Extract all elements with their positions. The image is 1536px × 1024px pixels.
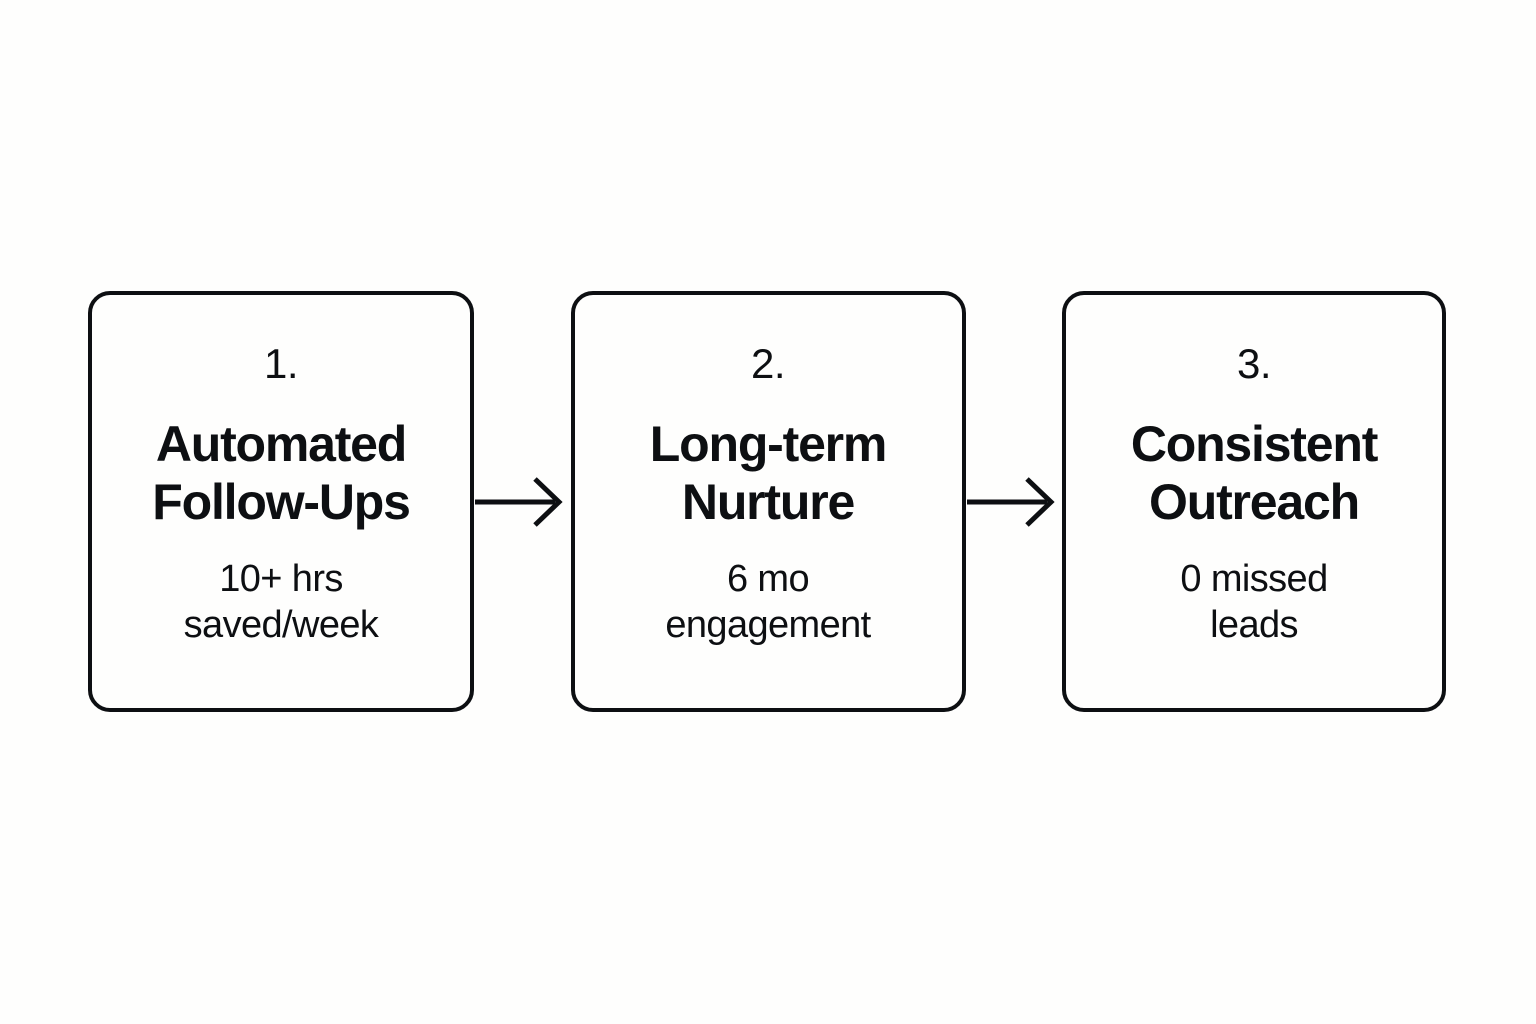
arrow-connector-1-to-2 — [475, 472, 569, 532]
step-title-2: Long-term Nurture — [649, 416, 888, 530]
step-number-2: 2. — [750, 340, 786, 387]
step-metric-3: 0 missed leads — [1180, 558, 1328, 646]
arrow-right-icon — [966, 472, 1061, 532]
step-metric-2: 6 mo engagement — [665, 558, 871, 646]
step-number-1: 1. — [263, 340, 299, 387]
arrow-connector-2-to-3 — [966, 472, 1061, 532]
arrow-right-icon — [475, 472, 569, 532]
step-number-3: 3. — [1236, 340, 1272, 387]
step-card-3[interactable]: 3. Consistent Outreach 0 missed leads — [1062, 291, 1446, 712]
step-title-1: Automated Follow-Ups — [152, 416, 411, 530]
step-metric-1: 10+ hrs saved/week — [183, 558, 379, 646]
step-card-1[interactable]: 1. Automated Follow-Ups 10+ hrs saved/we… — [88, 291, 474, 712]
process-flow-row: 1. Automated Follow-Ups 10+ hrs saved/we… — [88, 291, 1446, 712]
step-title-3: Consistent Outreach — [1130, 416, 1379, 530]
step-card-2[interactable]: 2. Long-term Nurture 6 mo engagement — [570, 291, 966, 712]
